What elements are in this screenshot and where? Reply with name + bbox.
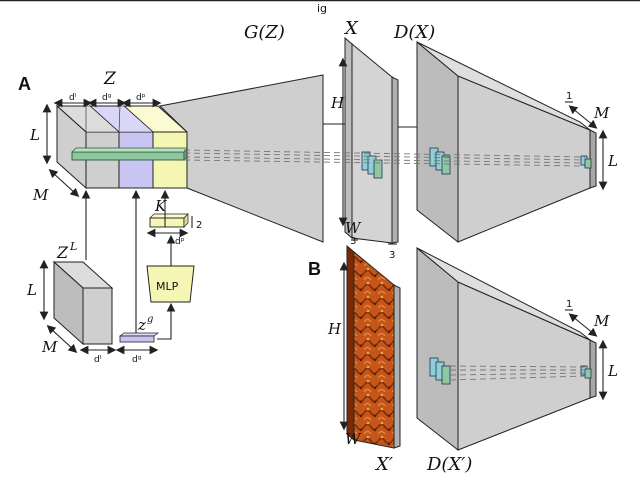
block-k bbox=[149, 213, 189, 228]
patch-dp-right bbox=[580, 365, 592, 379]
dim-3-x: 3 bbox=[389, 250, 395, 261]
label-k: K bbox=[154, 197, 167, 215]
label-l-z: L bbox=[29, 126, 40, 144]
dim-1-d: 1 bbox=[566, 91, 572, 102]
panel-a-label: A bbox=[18, 74, 31, 94]
label-zg-sup: g bbox=[147, 314, 153, 325]
label-dx: D(X) bbox=[393, 22, 435, 43]
label-m-zl: M bbox=[41, 338, 58, 356]
tensor-z bbox=[55, 104, 189, 190]
discriminator-top bbox=[416, 40, 597, 244]
mlp-block bbox=[146, 265, 195, 303]
dim-m-arrow-d bbox=[568, 105, 598, 129]
label-l-zl: L bbox=[26, 281, 37, 299]
dim-dl-top: dˡ bbox=[69, 93, 77, 103]
dim-m-arrow-z bbox=[48, 169, 80, 197]
label-zl: Z bbox=[56, 243, 69, 262]
arrow-zg-to-mlp bbox=[157, 302, 176, 340]
image-x bbox=[344, 36, 399, 244]
dim-m-arrow-dp bbox=[568, 313, 598, 337]
label-m-d: M bbox=[593, 104, 610, 122]
label-m-dp: M bbox=[593, 312, 610, 330]
mlp-label: MLP bbox=[156, 280, 179, 293]
dim-dp-k: dᵖ bbox=[175, 237, 185, 247]
label-dx-prime: D(X′) bbox=[426, 454, 472, 475]
dim-2-k: 2 bbox=[196, 220, 202, 231]
texture-image-xprime bbox=[346, 244, 401, 449]
dim-1-dp: 1 bbox=[566, 299, 572, 310]
label-zg: z bbox=[137, 316, 146, 334]
dim-dp-top: dᵖ bbox=[136, 93, 146, 103]
tensor-zl bbox=[52, 260, 114, 346]
label-x: X bbox=[343, 18, 359, 39]
discriminator-bottom bbox=[416, 246, 597, 452]
label-h-x: H bbox=[330, 94, 345, 112]
dim-m-arrow-zl bbox=[46, 325, 78, 353]
dim-dl-bottom: dˡ bbox=[94, 355, 102, 365]
receptive-field-lines-a bbox=[183, 149, 586, 167]
label-h-xp: H bbox=[327, 320, 342, 338]
panel-b-label: B bbox=[308, 259, 321, 279]
label-m-z: M bbox=[32, 186, 49, 204]
label-w-xp: W bbox=[345, 430, 362, 448]
dim-3-xp: 3 bbox=[350, 236, 356, 247]
label-gz: G(Z) bbox=[244, 22, 285, 43]
dim-dg-bottom: dᵍ bbox=[132, 355, 142, 365]
label-x-prime: X′ bbox=[374, 454, 393, 475]
receptive-field-lines-b bbox=[449, 365, 586, 381]
patch-d-right bbox=[580, 155, 592, 169]
label-l-dp: L bbox=[607, 362, 618, 380]
label-z: Z bbox=[103, 69, 117, 89]
header-partial-title: ig bbox=[317, 2, 327, 15]
vector-zg bbox=[118, 332, 160, 343]
label-zl-sup: L bbox=[69, 240, 77, 253]
dim-dg-top: dᵍ bbox=[102, 93, 112, 103]
patch-dp-left bbox=[429, 357, 451, 385]
label-l-d: L bbox=[607, 152, 618, 170]
label-w-x: W bbox=[345, 219, 362, 237]
generator-trapezoid bbox=[158, 74, 324, 243]
